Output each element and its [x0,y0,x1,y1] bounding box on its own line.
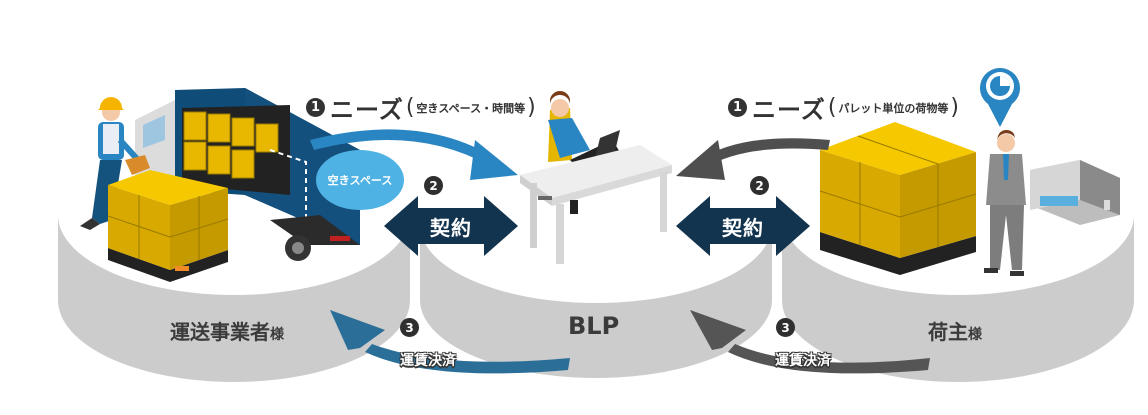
shipper-person-illustration [980,68,1026,276]
pallet-boxes-left [107,170,229,282]
payment-label-left: 運賃決済 [400,353,456,369]
operator-desk-illustration [520,90,672,264]
contract-arrow-left [384,196,518,256]
needs-arrow-left [310,129,518,180]
worker-illustration [80,97,150,230]
close-paren: ) [950,95,959,120]
step-3-badge-left: 3 [400,318,419,337]
party-honorific: 様 [968,327,982,343]
needs-title: ニーズ [752,96,826,124]
party-label-blp: BLP [568,312,619,340]
payment-arrow-right [690,310,930,374]
payment-label-right: 運賃決済 [775,353,831,369]
needs-detail: 空きスペース・時間等 [416,101,526,115]
pallet-boxes-right [819,122,977,275]
needs-arrow-right [676,138,830,180]
contract-label-left: 契約 [430,216,472,240]
needs-right-label: 1 ニーズ ( パレット単位の荷物等 ) [728,90,961,125]
open-paren: ( [405,95,415,120]
empty-space-callout: 空きスペース [316,150,404,210]
close-paren: ) [527,95,536,120]
party-label-shipper: 荷主様 [928,316,982,345]
step-1-badge: 1 [306,98,325,117]
needs-detail: パレット単位の荷物等 [838,101,949,115]
step-2-badge-right: 2 [750,176,769,195]
step-1-badge: 1 [728,98,747,117]
needs-title: ニーズ [330,96,404,124]
step-3-badge-right: 3 [776,318,795,337]
contract-arrow-right [676,196,810,256]
needs-left-label: 1 ニーズ ( 空きスペース・時間等 ) [306,90,538,125]
party-name: 荷主 [928,320,968,344]
party-honorific: 様 [270,327,284,343]
party-label-carrier: 運送事業者様 [170,316,284,345]
open-paren: ( [827,95,837,120]
disc-blp [420,147,772,378]
party-name: 運送事業者 [170,320,270,344]
warehouse-illustration [1030,160,1120,225]
contract-label-right: 契約 [722,216,764,240]
party-name: BLP [568,312,620,340]
step-2-badge-left: 2 [424,176,443,195]
payment-arrow-left [330,310,570,374]
